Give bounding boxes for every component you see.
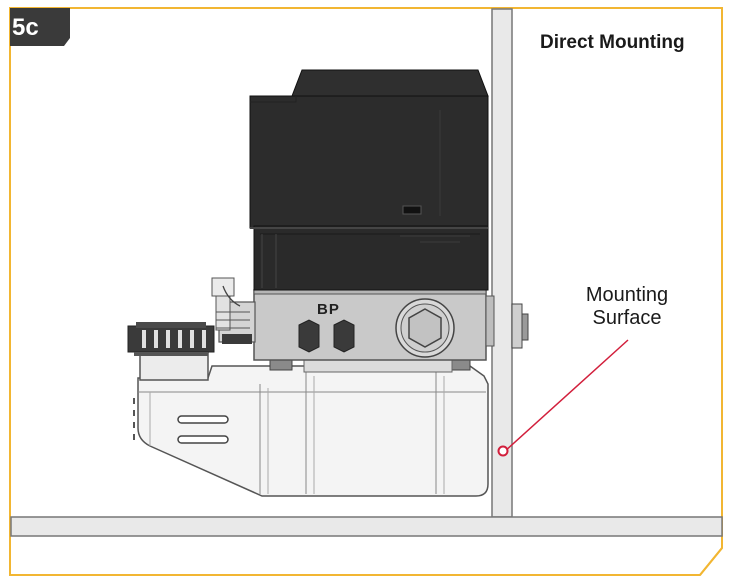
callout-target-dot xyxy=(497,445,509,457)
frame-corner-accent xyxy=(699,547,723,576)
mounting-surface-wall xyxy=(491,8,513,518)
figure-badge xyxy=(10,8,70,46)
floor-beam xyxy=(10,516,723,537)
callout-line-1: Mounting xyxy=(585,284,669,306)
figure-title: Direct Mounting xyxy=(540,32,685,53)
manifold-block xyxy=(253,287,487,361)
mounting-bolt-icon xyxy=(485,295,529,349)
part-mark-label: BP xyxy=(317,301,340,318)
plug-icon xyxy=(298,319,355,353)
hex-port xyxy=(395,298,455,358)
reservoir-tank xyxy=(133,365,489,497)
motor-housing xyxy=(249,69,489,291)
figure-badge-label: 5c xyxy=(12,14,39,41)
fitting-icon xyxy=(211,277,256,344)
mounting-surface-callout: Mounting Surface xyxy=(552,284,702,330)
callout-line-2: Surface xyxy=(592,307,662,329)
callout-leader xyxy=(503,339,629,453)
filler-cap-icon xyxy=(127,322,215,381)
